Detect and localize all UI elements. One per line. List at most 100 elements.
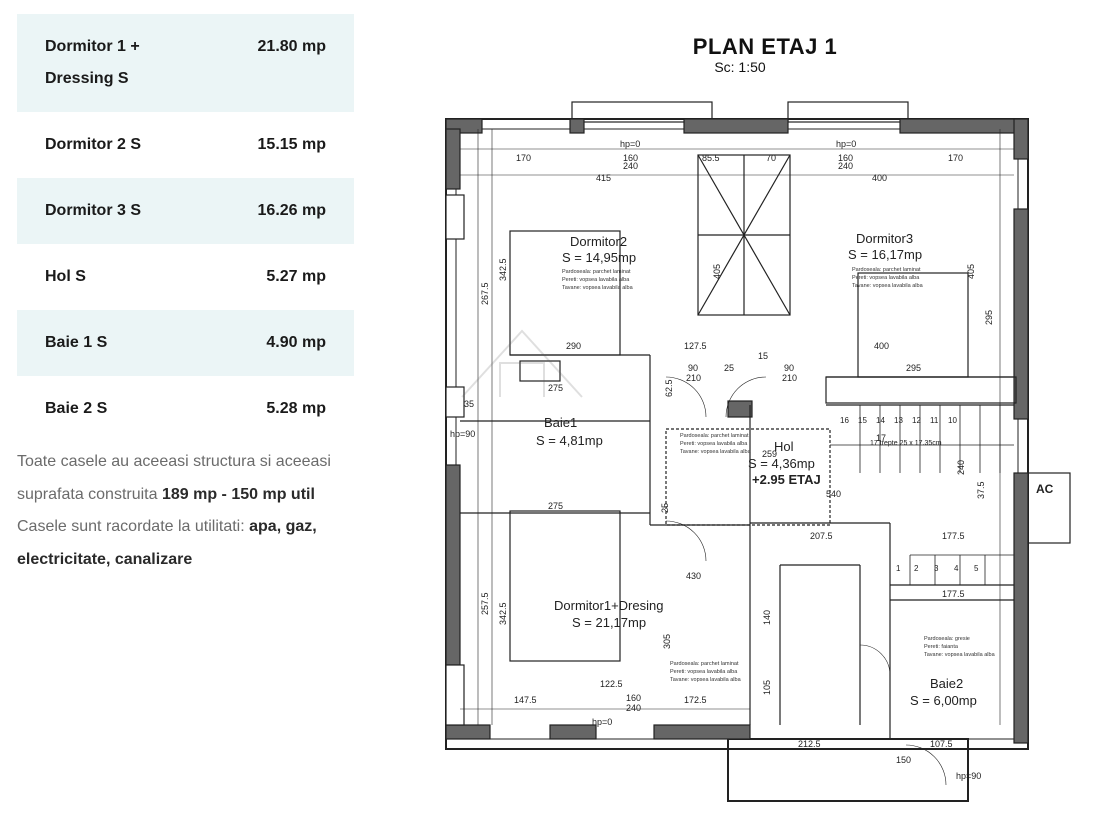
dim-label: 240 (956, 460, 966, 475)
room-row: Dormitor 2 S 15.15 mp (17, 112, 354, 178)
dim-label: 160 (626, 693, 641, 703)
top-window (571, 101, 713, 123)
floor-plan-drawing: Dormitor2 S = 14,95mp Dormitor3 S = 16,1… (445, 101, 1071, 802)
stair-step-label: 3 (934, 564, 939, 573)
top-window (787, 101, 909, 123)
dim-label: 275 (548, 383, 563, 393)
dim-label: hp=0 (620, 139, 640, 149)
dim-label: 122.5 (600, 679, 623, 689)
room-area: 15.15 mp (257, 136, 326, 153)
room-name: Hol S (45, 268, 86, 285)
room-area-label: S = 4,36mp (748, 456, 815, 471)
finish-note: Pereti: vopsea lavabila alba (680, 441, 748, 447)
room-area-label: S = 14,95mp (562, 250, 636, 265)
dim-label: 62.5 (664, 379, 674, 397)
stair-step-label: 14 (876, 416, 885, 425)
dim-label: 240 (623, 161, 638, 171)
dim-label: 295 (906, 363, 921, 373)
description-utilities-highlight: apa, gaz, electricitate, canalizare (17, 518, 317, 568)
dim-label: 240 (626, 703, 641, 713)
dim-label: 172.5 (684, 695, 707, 705)
room-label: Dormitor1+Dresing (554, 598, 663, 613)
dim-label: 275 (548, 501, 563, 511)
room-row: Dormitor 3 S 16.26 mp (17, 178, 354, 244)
dim-label: 17 (876, 433, 886, 443)
finish-note: Pardoseala: gresie (924, 636, 970, 642)
dim-label: 257.5 (480, 592, 490, 615)
finish-note: Pardoseala: parchet laminat (562, 269, 631, 275)
room-area: 5.27 mp (266, 268, 326, 285)
dim-label: 25 (660, 503, 670, 513)
room-area: 21.80 mp (257, 38, 326, 55)
room-name: Baie 2 S (45, 400, 108, 417)
room-label: Dormitor3 (856, 231, 913, 246)
dim-label: 35 (464, 399, 474, 409)
finish-note: Pardoseala: parchet laminat (670, 661, 739, 667)
stair-step-label: 5 (974, 564, 979, 573)
dim-label: 305 (662, 634, 672, 649)
stairs-label: 17 trepte 25 x 17.35cm (870, 440, 942, 447)
dim-label: 90 (784, 363, 794, 373)
dim-label: 170 (948, 153, 963, 163)
dim-label: hp=0 (836, 139, 856, 149)
room-name: Dormitor 2 S (45, 136, 142, 153)
dim-label: 405 (712, 264, 722, 279)
dim-label: 70 (766, 153, 776, 163)
dim-label: 140 (762, 610, 772, 625)
level-label: +2.95 ETAJ (752, 472, 821, 487)
dim-label: 415 (596, 173, 611, 183)
room-area: 16.26 mp (257, 202, 326, 219)
dim-label: 290 (566, 341, 581, 351)
bottom-extension (727, 738, 969, 802)
room-row: Dormitor 1 + Dressing S 21.80 mp (17, 14, 354, 112)
room-area-label: S = 16,17mp (848, 247, 922, 262)
room-label: Baie1 (544, 415, 577, 430)
finish-note: Tavane: vopsea lavabila alba (670, 677, 742, 683)
dim-label: 147.5 (514, 695, 537, 705)
dim-label: hp=90 (956, 771, 981, 781)
stair-step-label: 15 (858, 416, 867, 425)
dim-label: 342.5 (498, 258, 508, 281)
dim-label: 210 (782, 373, 797, 383)
room-name: Dormitor 1 + Dressing S (45, 38, 140, 87)
dim-label: 25 (724, 363, 734, 373)
dim-label: 259 (762, 449, 777, 459)
dim-label: 240 (838, 161, 853, 171)
room-area-label: S = 21,17mp (572, 615, 646, 630)
stair-step-label: 10 (948, 416, 957, 425)
dim-label: 160 (623, 153, 638, 163)
dim-label: 170 (516, 153, 531, 163)
room-area: 5.28 mp (266, 400, 326, 417)
dim-label: 177.5 (942, 531, 965, 541)
dim-label: 400 (874, 341, 889, 351)
dim-label: hp=90 (450, 429, 475, 439)
dim-label: hp=0 (592, 717, 612, 727)
dim-label: 177.5 (942, 589, 965, 599)
floor-plan: PLAN ETAJ 1 Sc: 1:50 (440, 25, 1090, 805)
dim-label: 207.5 (810, 531, 833, 541)
room-label: Dormitor2 (570, 234, 627, 249)
dim-label: 430 (686, 571, 701, 581)
room-area-list: Dormitor 1 + Dressing S 21.80 mp Dormito… (17, 14, 354, 442)
room-row: Hol S 5.27 mp (17, 244, 354, 310)
room-area-label: S = 4,81mp (536, 433, 603, 448)
stair-step-label: 1 (896, 564, 901, 573)
stair-step-label: 12 (912, 416, 921, 425)
dim-label: 127.5 (684, 341, 707, 351)
room-row: Baie 2 S 5.28 mp (17, 376, 354, 442)
plan-title: PLAN ETAJ 1 (692, 34, 838, 59)
finish-note: Pereti: vopsea lavabila alba (562, 277, 630, 283)
stair-step-label: 2 (914, 564, 919, 573)
finish-note: Tavane: vopsea lavabila alba (680, 449, 752, 455)
dim-label: 160 (838, 153, 853, 163)
dim-label: 107.5 (930, 739, 953, 749)
dim-label: 150 (896, 755, 911, 765)
finish-note: Pereti: faianta (924, 644, 959, 650)
finish-note: Pardoseala: parchet laminat (680, 433, 749, 439)
plan-scale: Sc: 1:50 (714, 59, 766, 75)
stair-step-label: 13 (894, 416, 903, 425)
room-name: Baie 1 S (45, 334, 108, 351)
room-label: Hol (774, 439, 794, 454)
finish-note: Pereti: vopsea lavabila alba (852, 275, 920, 281)
property-description: Toate casele au aceeasi structura si ace… (17, 446, 357, 576)
